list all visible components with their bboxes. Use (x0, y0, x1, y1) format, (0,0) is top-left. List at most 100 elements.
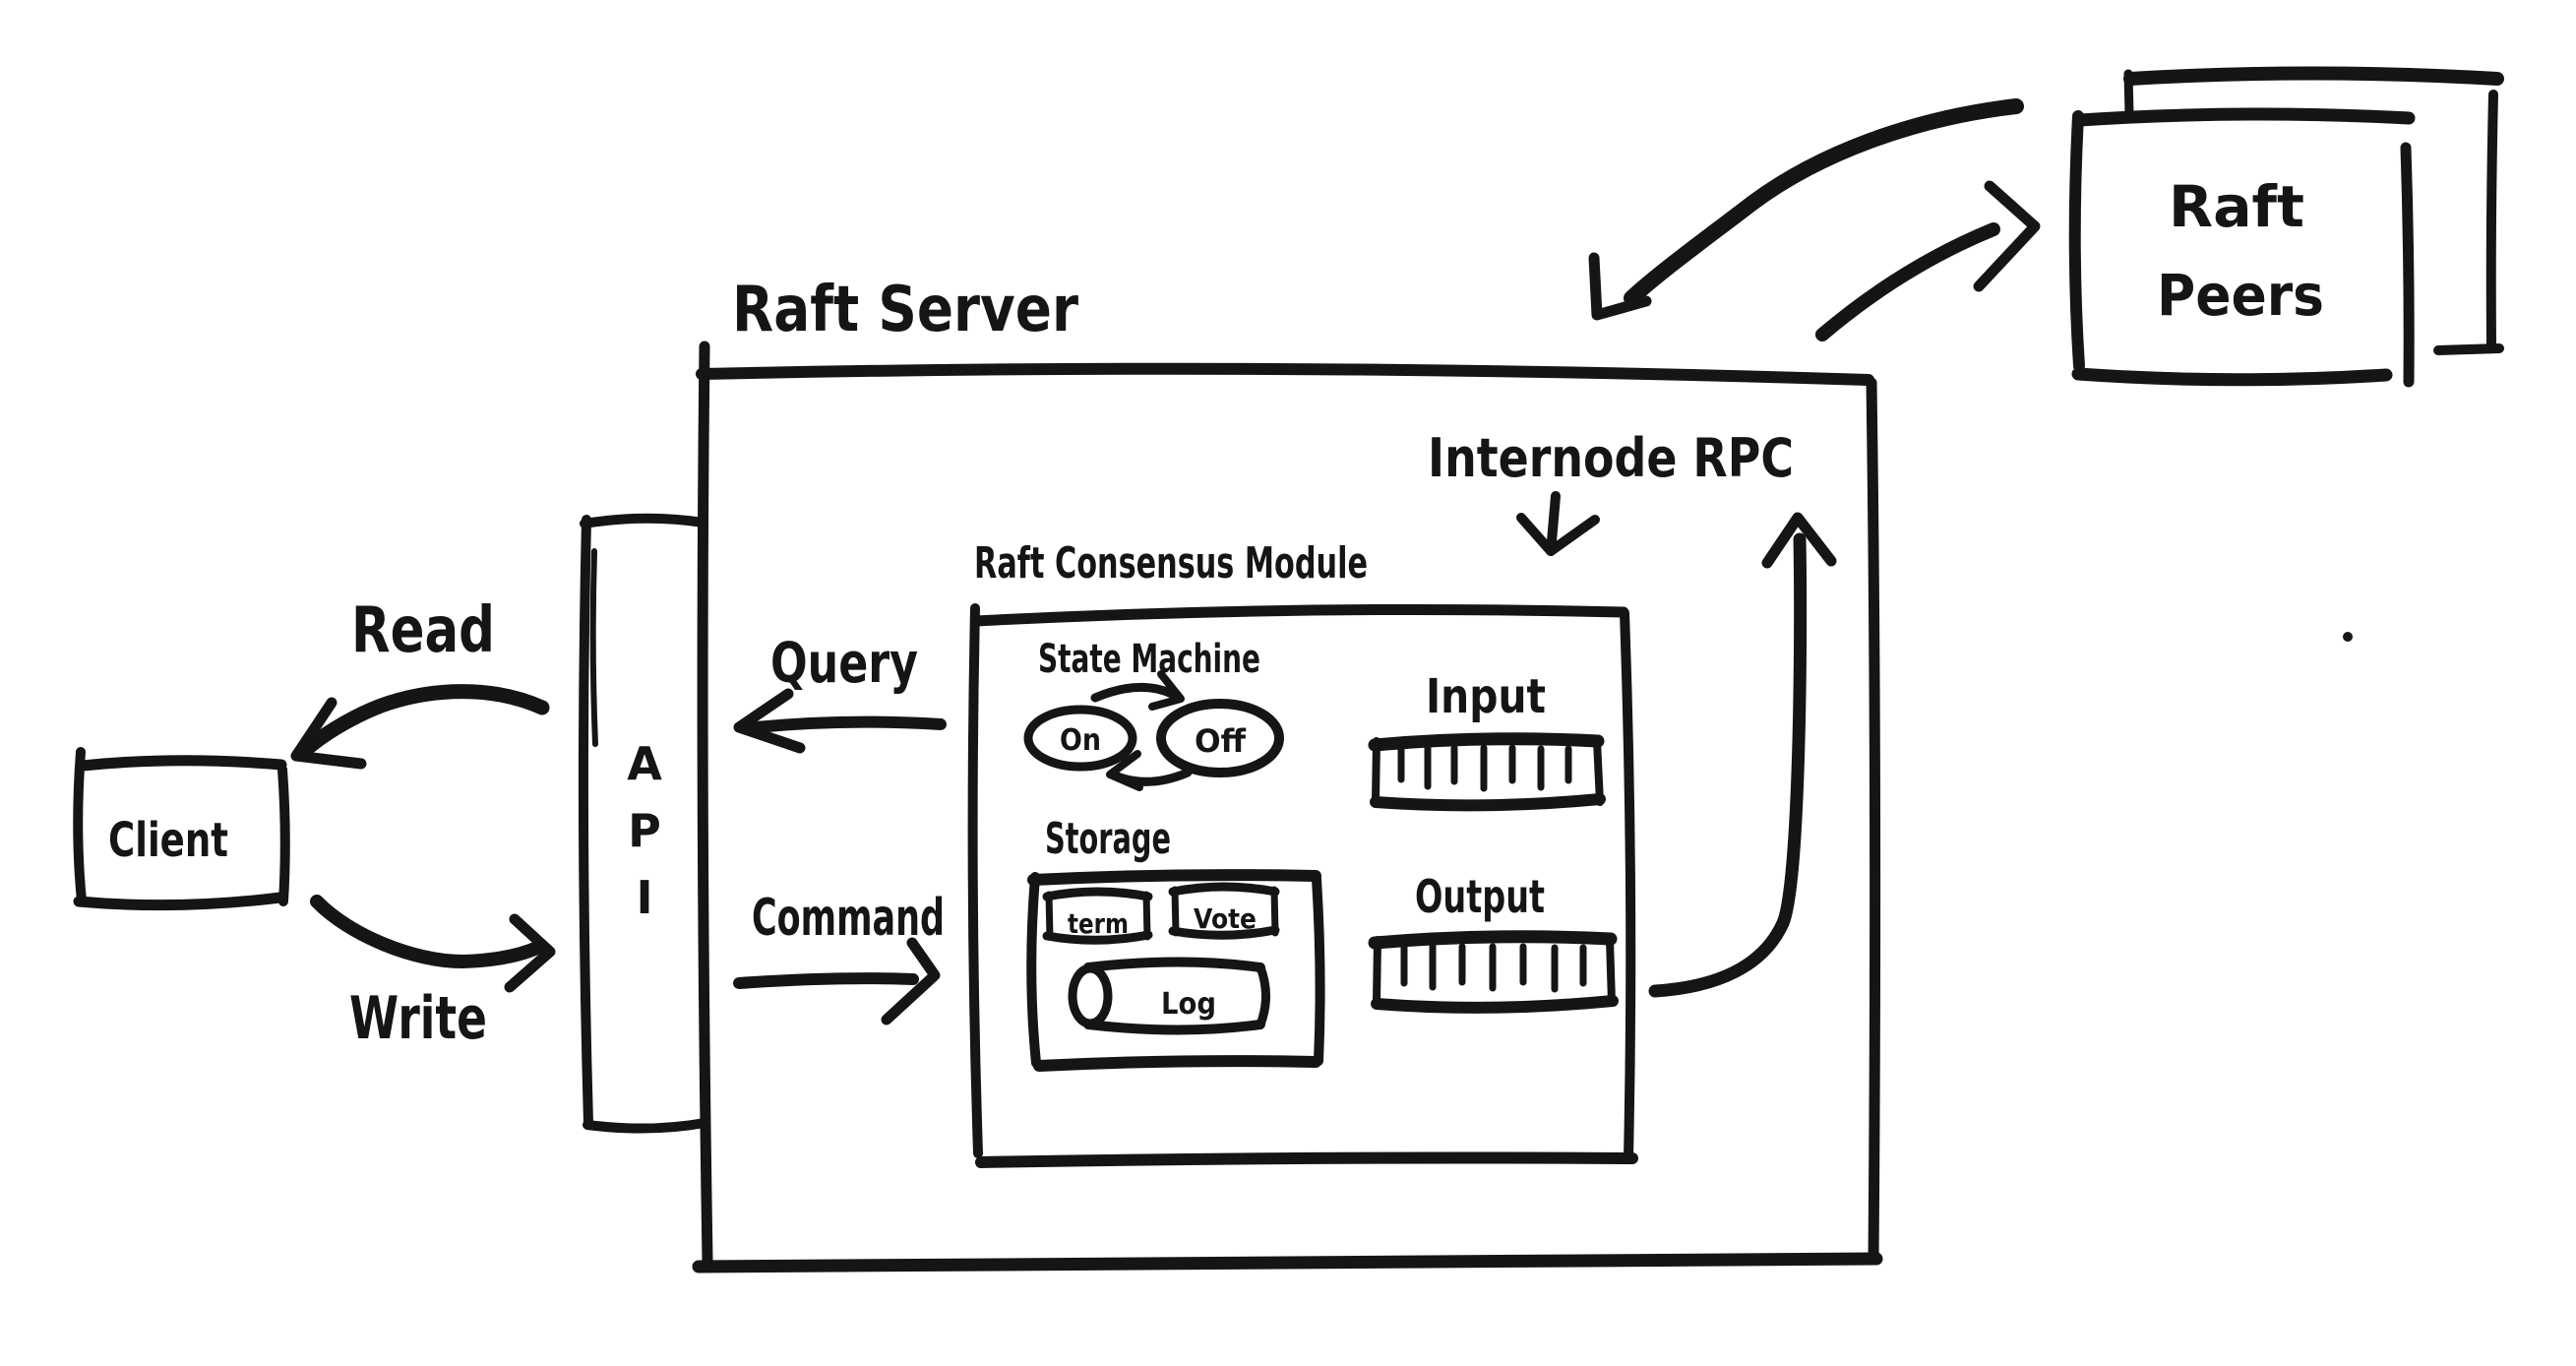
raft-peers-front-box (2068, 107, 2416, 388)
state-on-oval (1023, 705, 1137, 772)
query-label: Query (770, 632, 918, 696)
vote-label: Vote (1194, 902, 1257, 935)
rpc-outbound-arrow (1648, 512, 1837, 998)
server-box-bottom-edge (692, 1252, 1883, 1273)
client-box-bottom-edge (73, 892, 286, 911)
client-box-left-edge (73, 747, 87, 905)
raft-peers-back-box (2123, 66, 2504, 355)
client-box-top-edge (77, 755, 287, 772)
rpc-up-arrow-shaft (1648, 532, 1808, 998)
module-box-right-edge (1620, 608, 1636, 1162)
api-letter-a: A (627, 737, 662, 790)
consensus-module: Raft Consensus Module (967, 538, 1638, 1168)
module-box-top-edge (970, 603, 1629, 627)
stray-ink-dot (2343, 632, 2353, 642)
api-box-left-edge (578, 515, 593, 1128)
query-arrow-shaft (750, 715, 947, 733)
on-to-off-arrowhead (1148, 670, 1185, 711)
peers-front-box-left-edge (2068, 110, 2085, 372)
module-box-left-edge (967, 603, 983, 1158)
query-arrowhead (733, 688, 806, 754)
peers-front-box-top-edge (2073, 107, 2416, 127)
command-arrowhead (881, 937, 941, 1025)
storage-box-right-edge (1312, 874, 1325, 1066)
on-to-off-arrow-shaft (1090, 682, 1177, 703)
peers-back-box-bottom-stub (2433, 343, 2504, 355)
input-queue-label: Input (1426, 669, 1546, 724)
command-arrow-shaft (733, 972, 919, 989)
raft-server: Raft Server (692, 274, 1883, 1273)
write-arrow-shaft (310, 895, 544, 968)
read-flow: Read (290, 594, 550, 770)
term-cell: term (1042, 887, 1153, 945)
read-arrowhead (290, 697, 367, 770)
client-label: Client (108, 813, 228, 868)
rpc-inbound-arrow (1516, 491, 1600, 556)
api-box-bottom-edge (583, 1118, 709, 1134)
input-queue-right-cap (1593, 737, 1604, 806)
off-to-on-arrowhead (1106, 750, 1143, 791)
output-queue-right-cap (1606, 936, 1616, 1007)
log-label: Log (1161, 987, 1216, 1022)
state-machine-label: State Machine (1038, 637, 1260, 682)
storage-box-bottom-edge (1033, 1055, 1321, 1072)
input-queue-bottom-bar (1370, 793, 1606, 812)
client-node: Client (73, 747, 290, 911)
log-cylinder-left-cap (1068, 963, 1113, 1028)
peers-back-box-right-edge (2485, 90, 2498, 349)
input-queue: Input (1368, 669, 1606, 812)
storage-box-top-edge (1027, 869, 1321, 886)
vote-cell-bottom (1168, 925, 1280, 940)
vote-cell: Vote (1168, 882, 1280, 940)
client-box-right-edge (277, 765, 290, 906)
raft-peers-label-line1: Raft (2169, 173, 2304, 240)
input-queue-left-cap (1372, 737, 1380, 805)
term-cell-right (1142, 891, 1151, 941)
peers-to-server-arrow-shaft (1624, 98, 2024, 306)
peer-link-outbound (1815, 180, 2041, 342)
peers-back-box-top-edge (2123, 66, 2504, 86)
query-flow: Query (733, 632, 947, 754)
state-machine: State Machine On Off (1023, 637, 1284, 791)
raft-peers-label-line2: Peers (2157, 262, 2324, 329)
output-queue-left-cap (1373, 936, 1381, 1006)
storage: Storage term Vote Log (1026, 814, 1325, 1072)
api-letter-p: P (628, 804, 661, 857)
rpc-down-arrow-stem (1547, 491, 1561, 546)
output-queue-top-bar (1368, 930, 1618, 950)
vote-cell-right (1270, 886, 1279, 937)
write-arrowhead (504, 913, 556, 993)
api-box-top-edge (580, 513, 708, 528)
module-box-bottom-edge (975, 1151, 1638, 1168)
read-label: Read (351, 594, 495, 667)
input-queue-top-bar (1368, 732, 1605, 752)
rpc-up-arrowhead (1761, 512, 1837, 569)
state-off-label: Off (1195, 722, 1247, 760)
state-on-label: On (1060, 723, 1101, 758)
internode-rpc-label: Internode RPC (1428, 427, 1794, 489)
api-letter-i: I (636, 871, 652, 924)
term-label: term (1068, 907, 1129, 940)
server-to-peers-arrowhead (1973, 180, 2041, 292)
write-flow: Write (310, 895, 556, 1053)
raft-server-title: Raft Server (732, 274, 1078, 346)
storage-label: Storage (1045, 814, 1171, 864)
server-box-top-edge (696, 362, 1874, 386)
storage-box-left-edge (1026, 872, 1041, 1068)
consensus-module-title: Raft Consensus Module (974, 538, 1368, 589)
peer-link-inbound (1588, 98, 2024, 321)
peers-back-box-left-stub (2123, 69, 2134, 119)
peers-front-box-right-edge (2400, 142, 2415, 388)
server-box-right-edge (1866, 377, 1881, 1266)
raft-peers: Raft Peers (2068, 66, 2504, 388)
write-label: Write (349, 984, 487, 1053)
command-flow: Command (733, 889, 945, 1025)
log-cylinder: Log (1068, 957, 1270, 1035)
log-cylinder-bottom (1083, 1020, 1265, 1035)
term-cell-left (1045, 891, 1054, 941)
rpc-down-arrowhead-left (1516, 513, 1556, 556)
output-queue: Output (1368, 870, 1619, 1014)
internode-rpc: Internode RPC (1428, 427, 1837, 998)
